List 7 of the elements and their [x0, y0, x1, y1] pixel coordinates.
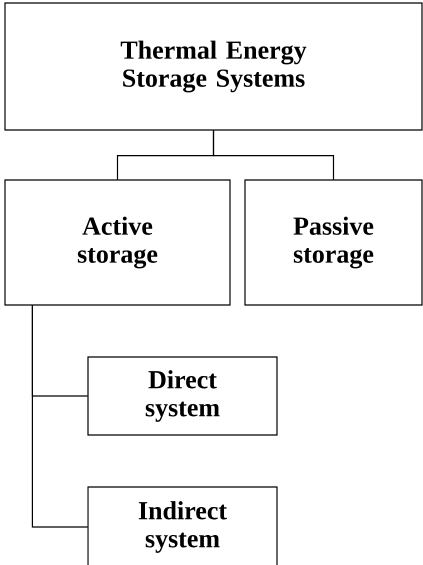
connector-line	[32, 306, 88, 528]
box: Direct system	[87, 356, 278, 436]
connector-line	[212, 130, 334, 180]
box: Indirect system	[87, 486, 278, 565]
box: Thermal Energy Storage Systems	[4, 2, 423, 131]
box: Passive storage	[244, 179, 423, 306]
box: Active storage	[4, 179, 231, 306]
